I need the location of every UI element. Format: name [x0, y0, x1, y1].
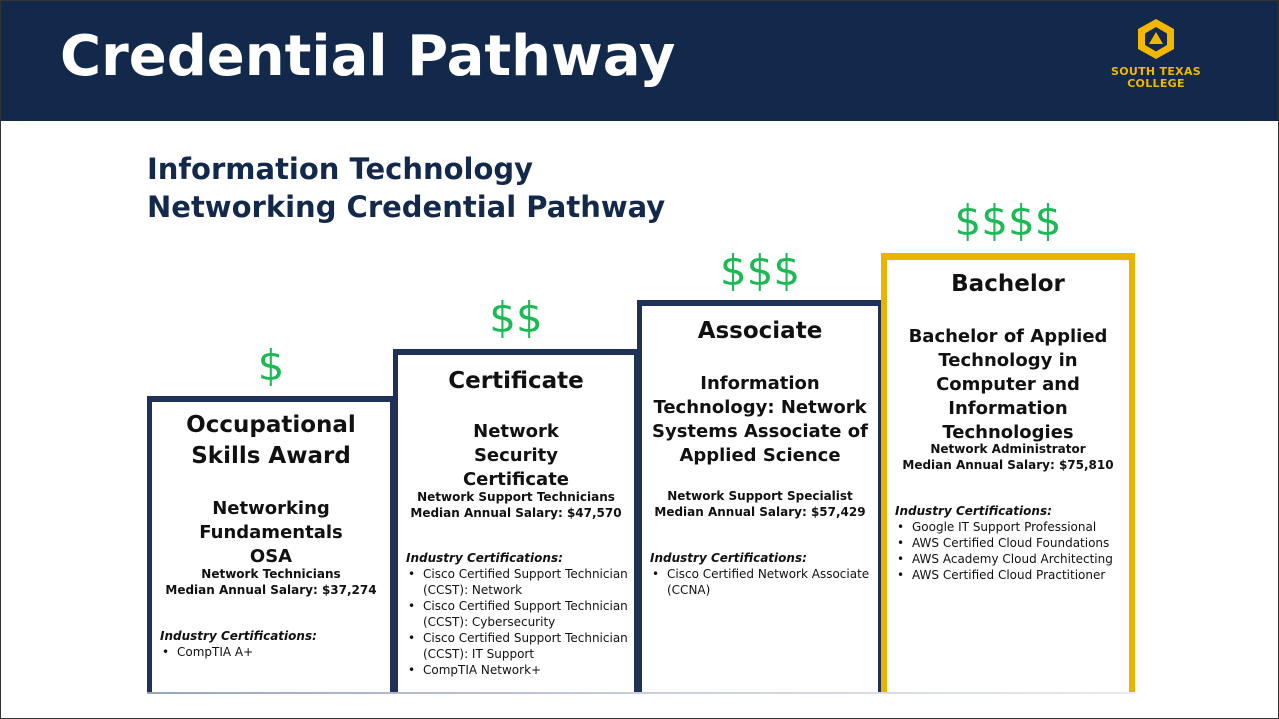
- step-3-title: Associate: [697, 318, 823, 344]
- cert-item: CompTIA A+: [160, 644, 386, 660]
- logo-line-1: SOUTH TEXAS: [1111, 65, 1201, 78]
- step-4-certs-heading: Industry Certifications:: [895, 504, 1052, 518]
- step-2-certifications: Industry Certifications: Cisco Certified…: [406, 550, 630, 678]
- step-3-certs-heading: Industry Certifications:: [650, 551, 807, 565]
- step-3-price: $$$: [719, 246, 801, 295]
- cert-item: Google IT Support Professional: [895, 519, 1125, 535]
- step-3-salary-block: Network Support Specialist Median Annual…: [642, 488, 878, 520]
- step-3-program: Information Technology: Network Systems …: [652, 373, 868, 466]
- cert-item: Cisco Certified Support Technician (CCST…: [406, 630, 630, 662]
- step-2-price: $$: [489, 293, 543, 342]
- logo-line-2: COLLEGE: [1127, 77, 1185, 90]
- cert-item: Cisco Certified Support Technician (CCST…: [406, 598, 630, 630]
- step-4-salary: Median Annual Salary: $75,810: [902, 458, 1114, 472]
- cert-item: Cisco Certified Support Technician (CCST…: [406, 566, 630, 598]
- college-logo-text: SOUTH TEXAS COLLEGE: [1104, 66, 1208, 90]
- step-2-salary-block: Network Support Technicians Median Annua…: [398, 489, 634, 521]
- step-1-price: $: [257, 341, 285, 390]
- title-bar: Credential Pathway SOUTH TEXAS COLLEGE: [0, 0, 1279, 121]
- college-logo-icon: [1138, 19, 1174, 59]
- cert-item: AWS Academy Cloud Architecting: [895, 551, 1125, 567]
- step-4-title: Bachelor: [951, 271, 1065, 297]
- step-3-occupation: Network Support Specialist: [667, 489, 853, 503]
- step-associate: Associate Information Technology: Networ…: [637, 300, 883, 693]
- step-1-title: Occupational Skills Award: [186, 412, 356, 469]
- pathway-subtitle: Information Technology Networking Creden…: [147, 150, 665, 226]
- step-1-program: Networking Fundamentals OSA: [199, 498, 343, 567]
- step-1-salary: Median Annual Salary: $37,274: [165, 583, 377, 597]
- step-certificate: Certificate Network Security Certificate…: [393, 349, 639, 693]
- step-4-price: $$$$: [954, 196, 1062, 245]
- step-3-salary: Median Annual Salary: $57,429: [654, 505, 866, 519]
- step-1-occupation: Network Technicians: [201, 567, 341, 581]
- step-2-occupation: Network Support Technicians: [417, 490, 615, 504]
- step-4-occupation: Network Administrator: [930, 442, 1086, 456]
- step-4-certifications: Industry Certifications: Google IT Suppo…: [895, 503, 1125, 583]
- subtitle-line-1: Information Technology: [147, 152, 534, 186]
- cert-item: Cisco Certified Network Associate (CCNA): [650, 566, 874, 598]
- step-1-certs-list: CompTIA A+: [160, 644, 386, 660]
- step-2-title: Certificate: [448, 368, 584, 394]
- slide-title: Credential Pathway: [60, 24, 676, 89]
- step-4-salary-block: Network Administrator Median Annual Sala…: [887, 441, 1129, 473]
- step-4-certs-list: Google IT Support Professional AWS Certi…: [895, 519, 1125, 583]
- step-1-salary-block: Network Technicians Median Annual Salary…: [152, 566, 390, 598]
- step-3-certifications: Industry Certifications: Cisco Certified…: [650, 550, 874, 598]
- step-bachelor: Bachelor Bachelor of Applied Technology …: [881, 253, 1135, 693]
- step-2-certs-list: Cisco Certified Support Technician (CCST…: [406, 566, 630, 678]
- cert-item: AWS Certified Cloud Foundations: [895, 535, 1125, 551]
- base-divider-line: [147, 692, 1135, 694]
- subtitle-line-2: Networking Credential Pathway: [147, 190, 666, 224]
- cert-item: CompTIA Network+: [406, 662, 630, 678]
- step-1-certifications: Industry Certifications: CompTIA A+: [160, 628, 386, 660]
- step-2-program: Network Security Certificate: [462, 421, 570, 490]
- step-4-program: Bachelor of Applied Technology in Comput…: [908, 326, 1108, 443]
- cert-item: AWS Certified Cloud Practitioner: [895, 567, 1125, 583]
- step-2-certs-heading: Industry Certifications:: [406, 551, 563, 565]
- step-1-certs-heading: Industry Certifications:: [160, 629, 317, 643]
- college-logo: SOUTH TEXAS COLLEGE: [1104, 18, 1208, 108]
- step-occupational-skills-award: Occupational Skills Award Networking Fun…: [147, 396, 395, 693]
- step-2-salary: Median Annual Salary: $47,570: [410, 506, 622, 520]
- step-3-certs-list: Cisco Certified Network Associate (CCNA): [650, 566, 874, 598]
